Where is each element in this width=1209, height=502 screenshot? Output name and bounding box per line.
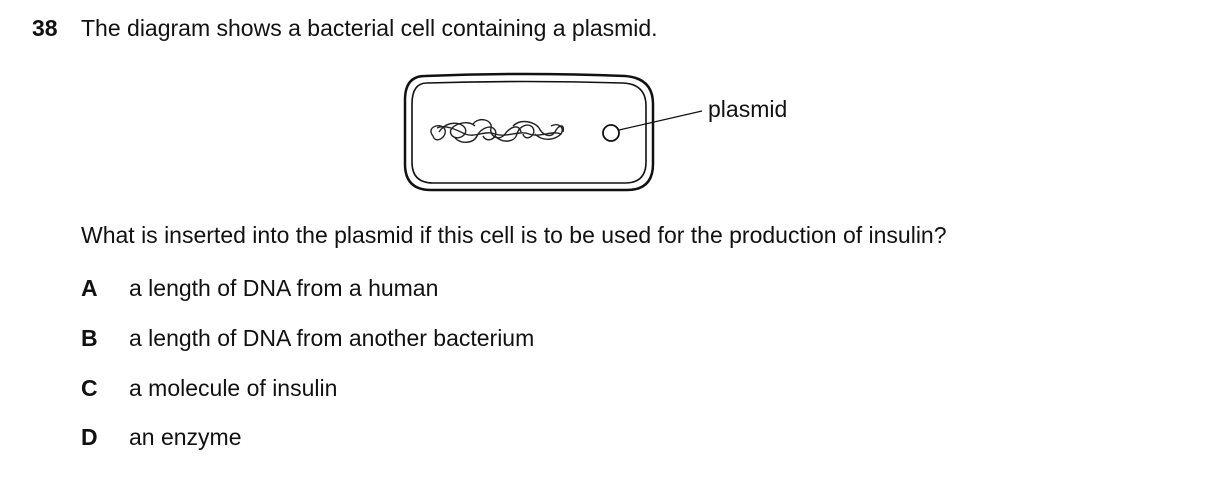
question-number: 38: [32, 15, 58, 41]
chromosomal-dna: [430, 118, 565, 143]
option-text: a length of DNA from another bacterium: [129, 325, 535, 351]
option-b[interactable]: B a length of DNA from another bacterium: [81, 324, 534, 352]
option-text: a molecule of insulin: [129, 375, 338, 401]
option-text: an enzyme: [129, 424, 242, 450]
option-d[interactable]: D an enzyme: [81, 423, 242, 451]
option-letter: B: [81, 325, 98, 351]
plasmid-leader-line: [618, 110, 703, 131]
option-text: a length of DNA from a human: [129, 275, 439, 301]
question-prompt: What is inserted into the plasmid if thi…: [81, 222, 947, 248]
cell-membrane-inner: [411, 80, 647, 184]
option-a[interactable]: A a length of DNA from a human: [81, 274, 438, 302]
bacterial-cell-diagram: plasmid: [395, 64, 815, 199]
cell-drawing: [403, 72, 703, 192]
cell-wall-outer: [403, 72, 655, 192]
option-letter: D: [81, 424, 98, 450]
question-stem: The diagram shows a bacterial cell conta…: [81, 15, 658, 41]
option-letter: A: [81, 275, 98, 301]
option-c[interactable]: C a molecule of insulin: [81, 374, 337, 402]
plasmid-ring: [602, 124, 620, 142]
option-letter: C: [81, 375, 98, 401]
plasmid-label: plasmid: [708, 96, 788, 122]
